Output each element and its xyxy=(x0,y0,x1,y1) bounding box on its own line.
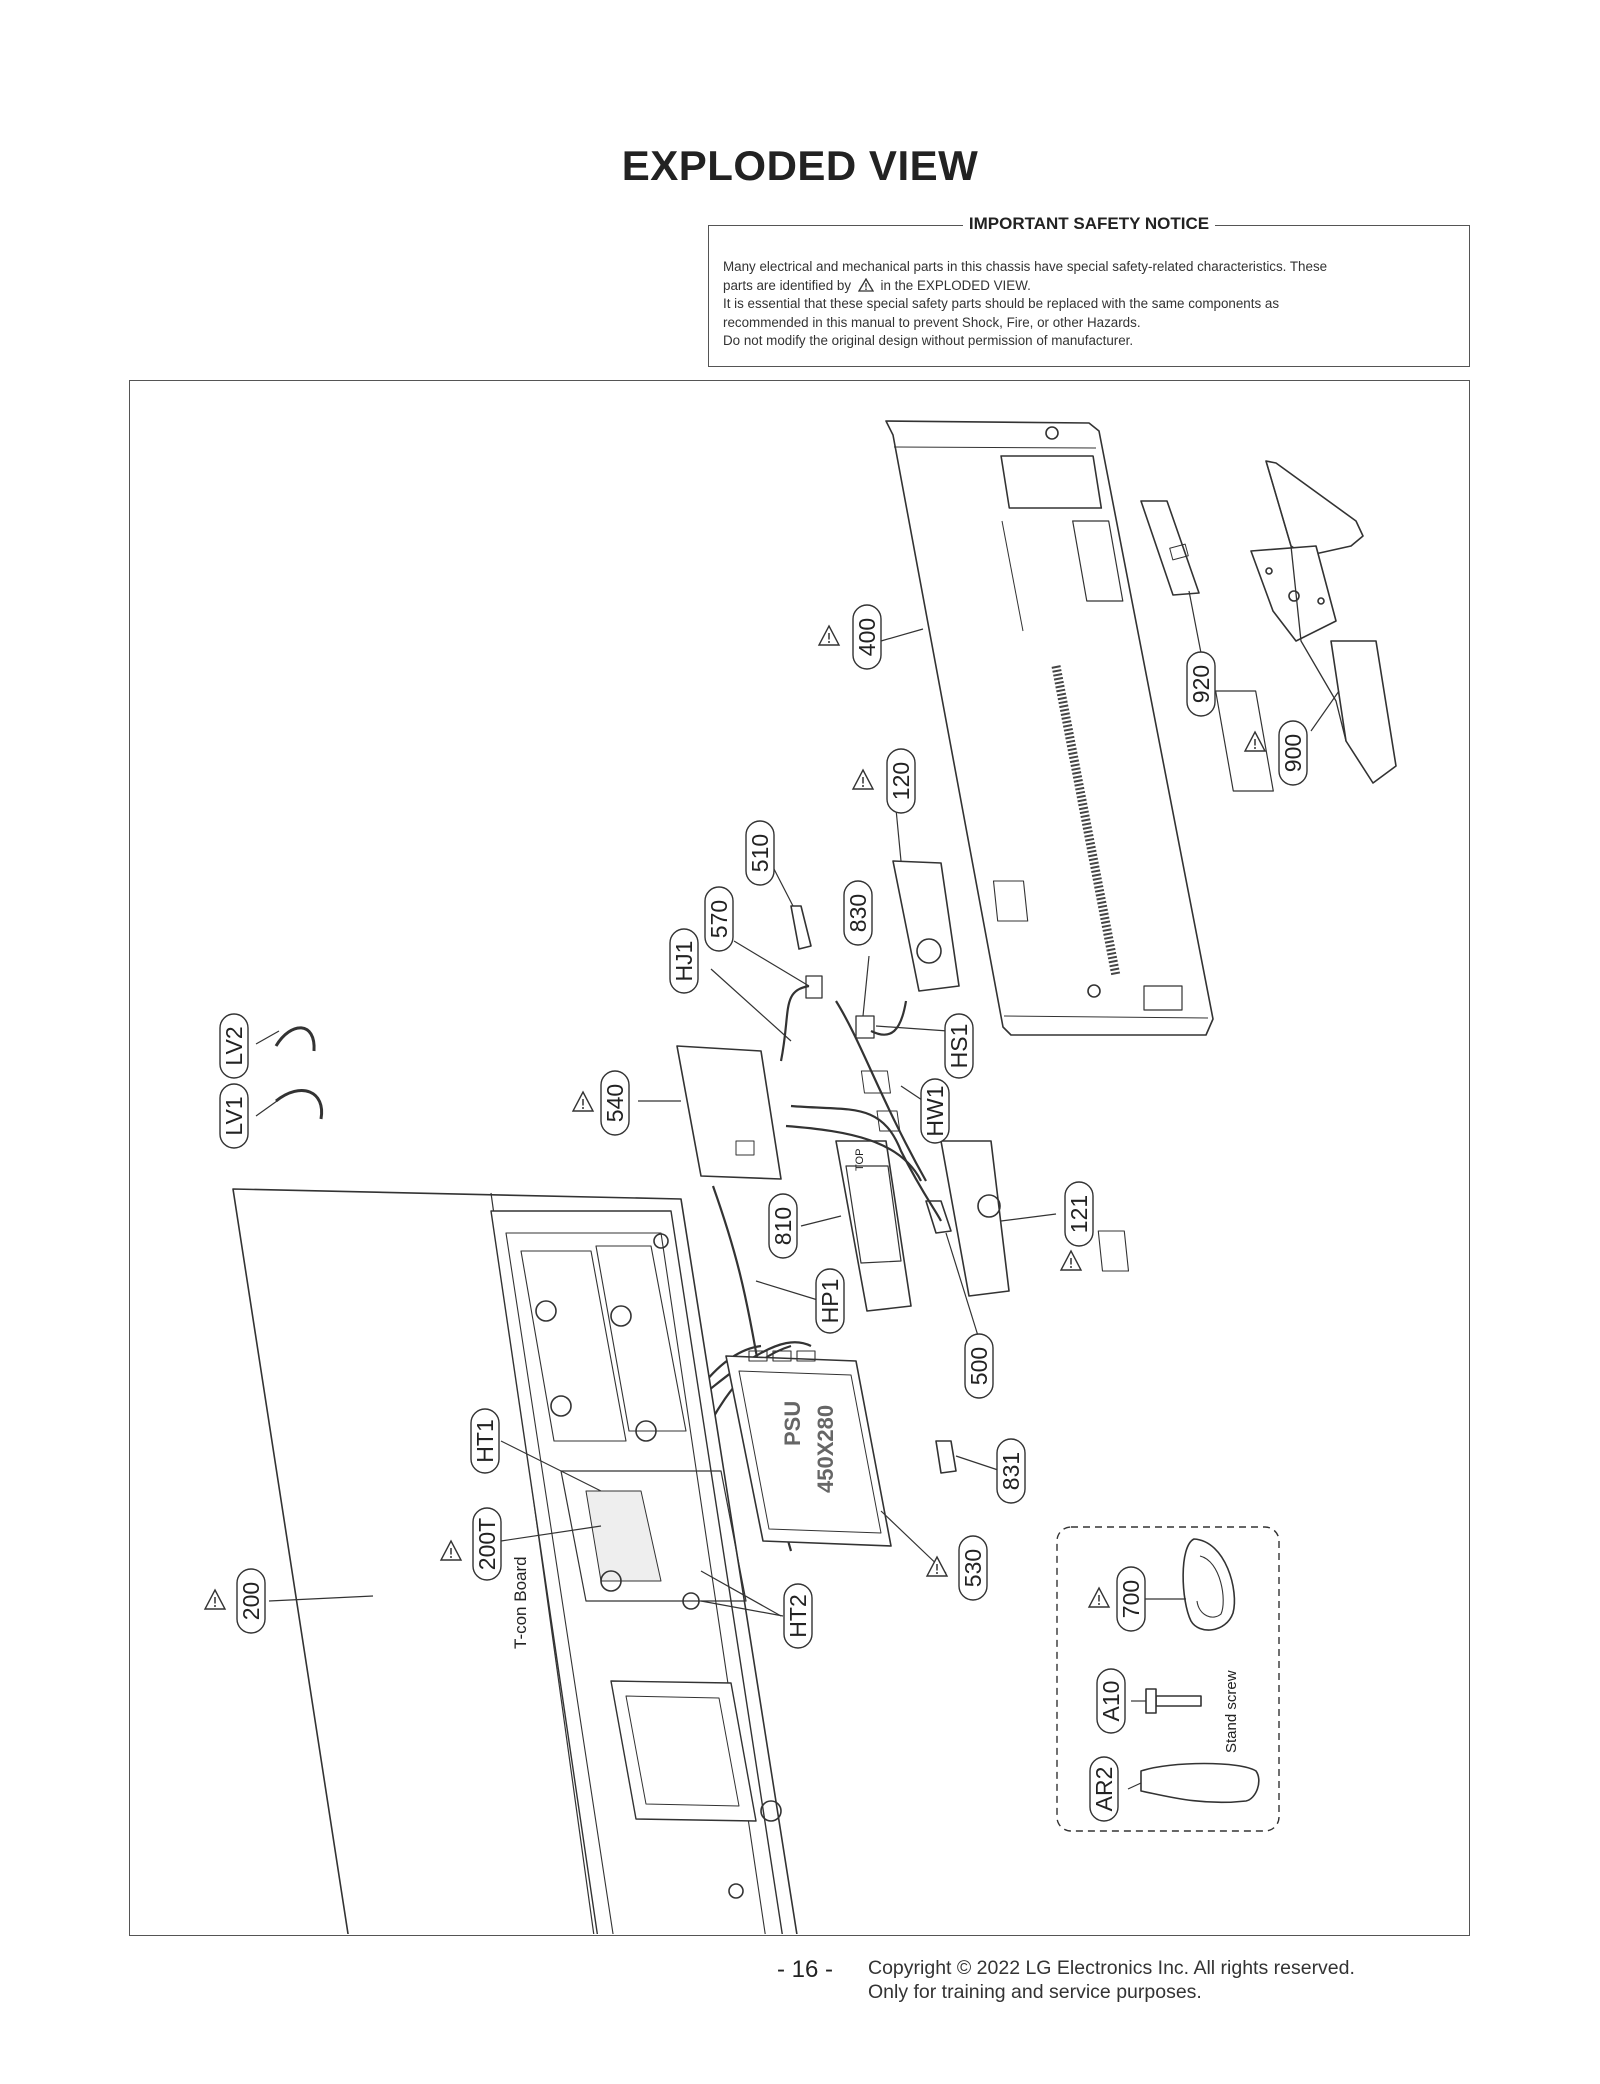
callout-530: 530 xyxy=(926,1535,988,1601)
notice-line: Many electrical and mechanical parts in … xyxy=(723,259,1328,274)
callout-900: 900 xyxy=(1244,720,1308,786)
svg-text:700: 700 xyxy=(1118,1580,1144,1618)
copyright-notice: Copyright © 2022 LG Electronics Inc. All… xyxy=(868,1956,1355,2004)
callout-120: 120 xyxy=(852,748,916,814)
harness-lv2 xyxy=(274,1026,316,1052)
page-title: EXPLODED VIEW xyxy=(621,142,979,189)
svg-text:570: 570 xyxy=(706,900,732,938)
svg-text:810: 810 xyxy=(770,1207,796,1245)
callout-hw1: HW1 xyxy=(920,1078,950,1144)
bracket-810-part xyxy=(835,1140,912,1312)
annotations: T-con Board PSU 450X280 Stand screw TOP xyxy=(511,1149,1240,1753)
copyright-line: Copyright © 2022 LG Electronics Inc. All… xyxy=(868,1957,1355,1979)
tcon-board-annotation: T-con Board xyxy=(511,1556,530,1649)
safety-notice-box: IMPORTANT SAFETY NOTICE Many electrical … xyxy=(708,214,1470,367)
callout-570: 570 xyxy=(704,886,734,952)
back-cover-part xyxy=(885,420,1274,1036)
psu-size-annotation: 450X280 xyxy=(813,1405,838,1493)
svg-text:HJ1: HJ1 xyxy=(671,941,697,982)
svg-text:AR2: AR2 xyxy=(1091,1767,1117,1812)
svg-text:LV1: LV1 xyxy=(221,1096,247,1135)
svg-text:920: 920 xyxy=(1188,665,1214,703)
svg-text:500: 500 xyxy=(966,1347,992,1385)
callout-hs1: HS1 xyxy=(944,1013,974,1079)
svg-text:HP1: HP1 xyxy=(817,1279,843,1324)
callout-400: 400 xyxy=(818,604,882,670)
callout-lv1: LV1 xyxy=(219,1083,249,1149)
svg-text:830: 830 xyxy=(845,894,871,932)
stand-screw-annotation: Stand screw xyxy=(1223,1670,1240,1753)
stand-part xyxy=(1250,460,1397,784)
warning-triangle-icon xyxy=(857,277,874,292)
psu-board-part xyxy=(725,1350,892,1547)
svg-text:121: 121 xyxy=(1066,1195,1092,1233)
exploded-view-diagram-frame: T-con Board PSU 450X280 Stand screw TOP … xyxy=(129,380,1470,1936)
part-831 xyxy=(935,1440,957,1474)
callout-a10: A10 xyxy=(1096,1668,1126,1734)
accessories-box xyxy=(1056,1526,1280,1832)
main-board-part xyxy=(676,1045,901,1180)
harness-lv1 xyxy=(275,1089,324,1120)
svg-text:540: 540 xyxy=(602,1084,628,1122)
svg-text:530: 530 xyxy=(960,1549,986,1587)
callout-hj1: HJ1 xyxy=(669,928,699,994)
callout-831: 831 xyxy=(996,1438,1026,1504)
remote-control-part xyxy=(1140,1762,1260,1804)
svg-text:HT1: HT1 xyxy=(472,1419,498,1462)
stand-screw-part xyxy=(1155,1695,1202,1707)
notice-line: It is essential that these special safet… xyxy=(723,296,1280,311)
top-annotation: TOP xyxy=(854,1149,866,1171)
callout-920: 920 xyxy=(1186,651,1216,717)
callout-ht2: HT2 xyxy=(783,1583,813,1649)
svg-text:A10: A10 xyxy=(1098,1681,1124,1722)
svg-text:HS1: HS1 xyxy=(946,1024,972,1069)
callout-200: 200 xyxy=(204,1568,266,1634)
callout-ht1: HT1 xyxy=(470,1408,500,1474)
svg-text:200T: 200T xyxy=(474,1518,500,1570)
svg-text:510: 510 xyxy=(747,834,773,872)
cover-plate-part xyxy=(1140,500,1200,596)
svg-text:LV2: LV2 xyxy=(221,1026,247,1065)
speaker-120-part xyxy=(892,860,1029,992)
callout-540: 540 xyxy=(572,1070,630,1136)
callout-500: 500 xyxy=(964,1333,994,1399)
speaker-121-part xyxy=(940,1140,1130,1297)
stand-ring-part xyxy=(1182,1538,1236,1631)
svg-text:120: 120 xyxy=(888,762,914,800)
callout-hp1: HP1 xyxy=(815,1268,845,1334)
notice-line: parts are identified by in the EXPLODED … xyxy=(723,277,1031,293)
callout-121: 121 xyxy=(1060,1181,1094,1271)
leader-lines xyxy=(255,590,1340,1790)
safety-notice-body: Many electrical and mechanical parts in … xyxy=(723,258,1455,351)
svg-text:900: 900 xyxy=(1280,734,1306,772)
callout-830: 830 xyxy=(843,880,873,946)
callout-510: 510 xyxy=(745,820,775,886)
psu-annotation: PSU xyxy=(780,1401,805,1446)
part-830 xyxy=(855,1015,875,1039)
safety-notice-title: IMPORTANT SAFETY NOTICE xyxy=(709,214,1469,234)
svg-text:400: 400 xyxy=(854,618,880,656)
svg-text:831: 831 xyxy=(998,1452,1024,1490)
notice-line: Do not modify the original design withou… xyxy=(723,333,1134,348)
svg-text:200: 200 xyxy=(238,1582,264,1620)
part-callouts: 400 920 900 120 510 570 830 xyxy=(204,604,1308,1822)
callout-ar2: AR2 xyxy=(1089,1756,1119,1822)
callout-810: 810 xyxy=(768,1193,798,1259)
callout-lv2: LV2 xyxy=(219,1013,249,1079)
part-510 xyxy=(790,905,812,950)
notice-line: recommended in this manual to prevent Sh… xyxy=(723,314,1141,330)
module-frame-part xyxy=(490,1210,783,1934)
exploded-view-diagram: T-con Board PSU 450X280 Stand screw TOP … xyxy=(204,420,1397,1934)
svg-text:HT2: HT2 xyxy=(785,1594,811,1637)
page-number: - 16 - xyxy=(776,1956,833,1983)
purpose-line: Only for training and service purposes. xyxy=(868,1981,1202,2003)
callout-700: 700 xyxy=(1088,1566,1146,1632)
callout-200t: 200T xyxy=(440,1507,502,1581)
svg-text:HW1: HW1 xyxy=(922,1085,948,1136)
